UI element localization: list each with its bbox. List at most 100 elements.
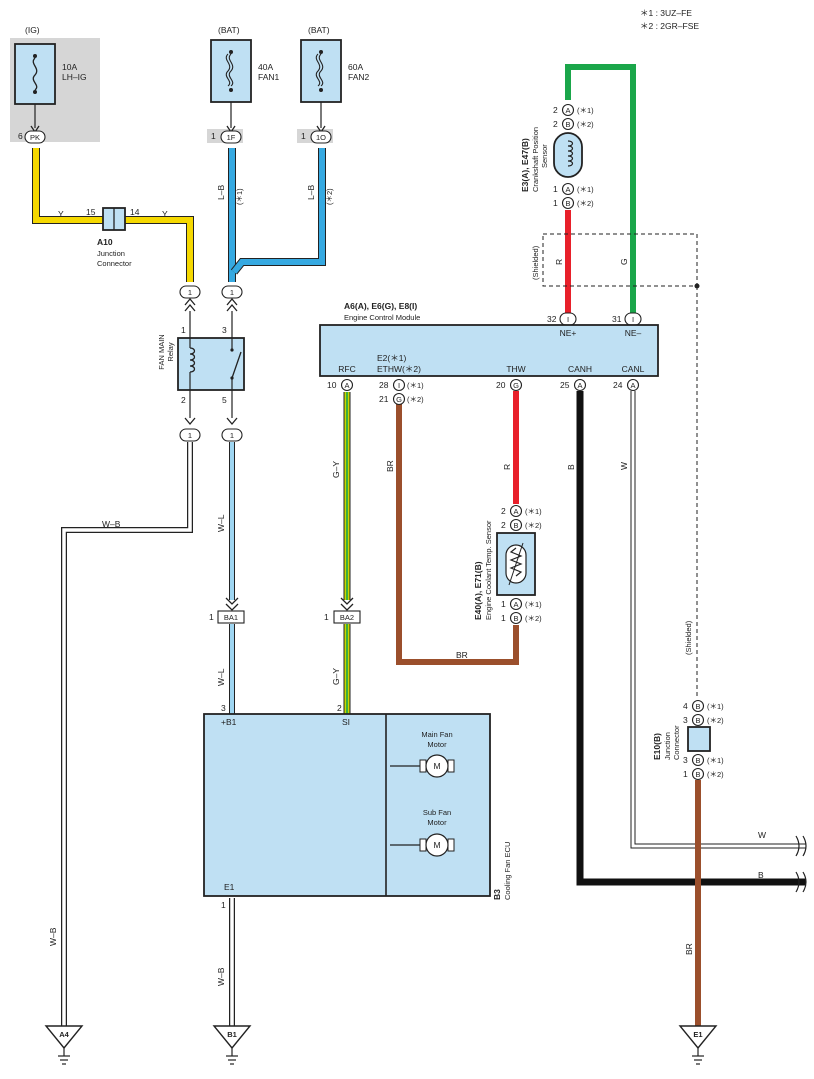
temp-note-2-top: (＊2) xyxy=(525,521,542,530)
fan-main-relay: 1 3 FAN MAIN Relay 2 5 1 1 xyxy=(157,325,245,442)
thermistor-icon xyxy=(509,547,523,577)
fan-ecu-e1: E1 xyxy=(224,882,235,892)
e10-note-4: (＊1) xyxy=(707,702,724,711)
e10-pin4: 4 xyxy=(683,701,688,711)
crank-top-conn1: A xyxy=(565,106,570,115)
sub-fan-label1: Sub Fan xyxy=(423,808,451,817)
wire-label-r-crank: R xyxy=(554,259,564,265)
fan-ecu-si-pin: 2 xyxy=(337,703,342,713)
temp-name: Engine Coolant Temp. Sensor xyxy=(484,520,493,620)
crank-name2: Sensor xyxy=(540,144,549,168)
fan-ecu-b1-pin: 3 xyxy=(221,703,226,713)
ecm-ne-plus-pin: 32 xyxy=(547,314,557,324)
main-fan-label2: Motor xyxy=(427,740,447,749)
a10-pin-left: 15 xyxy=(86,207,96,217)
ecm-rfc-pin: 10 xyxy=(327,380,337,390)
fan2-pin-number: 1 xyxy=(301,131,306,141)
sub-fan-m: M xyxy=(433,840,440,850)
ground-e1: E1 xyxy=(678,1025,718,1065)
sub-fan-label2: Motor xyxy=(427,818,447,827)
ba1-pin: 1 xyxy=(209,612,214,622)
ground-b1-label: B1 xyxy=(227,1030,237,1039)
relay-name1: FAN MAIN xyxy=(157,334,166,369)
engine-coolant-temp-sensor: 2 A (＊1) 2 B (＊2) 1 A (＊1) 1 B (＊2) E40(… xyxy=(473,504,542,625)
fuse-icon xyxy=(225,53,234,87)
ig-supply-label: (IG) xyxy=(25,25,40,35)
temp-pin-1b: 1 xyxy=(501,613,506,623)
conn-label: 1 xyxy=(188,288,192,297)
wire-label-b-canh: B xyxy=(566,464,576,470)
wire-label-b-right: B xyxy=(758,870,764,880)
fuse-icon xyxy=(315,53,324,87)
temp-note-1-bot: (＊1) xyxy=(525,600,542,609)
ground-a4-label: A4 xyxy=(59,1030,69,1039)
ecm-ne-minus-pin: 31 xyxy=(612,314,622,324)
legend-note-2: ＊2 : 2GR–FSE xyxy=(640,21,699,31)
fan1-supply-label: (BAT) xyxy=(218,25,240,35)
crank-top-note2: (＊2) xyxy=(577,120,594,129)
a10-name1: Junction xyxy=(97,249,125,258)
ecm-ne-plus: NE+ xyxy=(560,328,577,338)
ig-pin-label: PK xyxy=(30,133,40,142)
temp-pin-1a: 1 xyxy=(501,599,506,609)
fan-ecu-si: SI xyxy=(342,717,350,727)
crank-bot-note2: (＊2) xyxy=(577,199,594,208)
crank-top-pin1: 2 xyxy=(553,105,558,115)
fan2-fuse-name: FAN2 xyxy=(348,72,370,82)
ba2-id: BA2 xyxy=(340,613,354,622)
e10-note-1: (＊2) xyxy=(707,770,724,779)
crank-bot-pin1: 1 xyxy=(553,184,558,194)
engine-control-module: A6(A), E6(G), E8(I) Engine Control Modul… xyxy=(319,301,659,406)
wires xyxy=(32,64,806,1026)
temp-conn-a-bot: A xyxy=(513,600,518,609)
crank-name1: Crankshaft Position xyxy=(531,127,540,192)
e10-note-3-top: (＊2) xyxy=(707,716,724,725)
temp-note-1-top: (＊1) xyxy=(525,507,542,516)
crank-id: E3(A), E47(B) xyxy=(520,138,530,192)
e10-conn-3-top: B xyxy=(695,716,700,725)
wire-label-y-right: Y xyxy=(162,209,168,219)
temp-pin-2b: 2 xyxy=(501,520,506,530)
sub-fan-motor-icon xyxy=(425,833,449,857)
crank-top-note1: (＊1) xyxy=(577,106,594,115)
wire-label-gy-upper: G–Y xyxy=(331,461,341,478)
wire-label-w-right: W xyxy=(758,830,766,840)
relay-top-connectors: 1 1 xyxy=(179,285,243,338)
e10-name2: Connector xyxy=(672,725,681,760)
ecm-thw-pin: 20 xyxy=(496,380,506,390)
wire-label-lb-1: L–B xyxy=(216,185,226,200)
crank-bot-conn1: A xyxy=(565,185,570,194)
relay-pin1: 1 xyxy=(181,325,186,335)
ba1-id: BA1 xyxy=(224,613,238,622)
ground-b1: B1 xyxy=(212,1025,252,1065)
wire-label-lb-n2: (＊2) xyxy=(325,188,334,205)
e10-pin3-top: 3 xyxy=(683,715,688,725)
ecm-ethw: ETHW(＊2) xyxy=(377,364,421,374)
wire-label-gy-lower: G–Y xyxy=(331,668,341,685)
ecm-ne-plus-conn: I xyxy=(567,315,569,324)
fan2-pin-connector xyxy=(310,130,332,144)
wire-label-br-ecm: BR xyxy=(385,460,395,472)
wire-label-lb-n1: (＊1) xyxy=(235,188,244,205)
ecm-ethw-note: (＊2) xyxy=(407,395,424,404)
shielded-label-top: (Shielded) xyxy=(531,245,540,280)
ground-e1-label: E1 xyxy=(693,1030,702,1039)
ecm-e2-conn: I xyxy=(398,381,400,390)
junction-connector-a10: 15 14 A10 Junction Connector xyxy=(86,207,140,268)
ecm-rfc: RFC xyxy=(338,364,355,374)
ig-fuse-name: LH–IG xyxy=(62,72,87,82)
fuse-icon xyxy=(32,57,38,91)
switch-icon xyxy=(231,351,242,379)
wire-break-marks xyxy=(795,835,807,893)
ecm-ne-minus: NE– xyxy=(625,328,642,338)
crankshaft-position-sensor: 2 A (＊1) 2 B (＊2) 1 A (＊1) 1 B (＊2) E3(A… xyxy=(520,103,594,210)
temp-note-2-bot: (＊2) xyxy=(525,614,542,623)
coil-icon xyxy=(189,347,196,373)
ecm-ethw-conn: G xyxy=(396,395,402,404)
fuse-ig: (IG) 10A LH–IG 6 PK xyxy=(14,25,87,144)
temp-conn-b-top: B xyxy=(513,521,518,530)
conn-label: 1 xyxy=(230,288,234,297)
relay-pin2: 2 xyxy=(181,395,186,405)
fan1-fuse-name: FAN1 xyxy=(258,72,280,82)
